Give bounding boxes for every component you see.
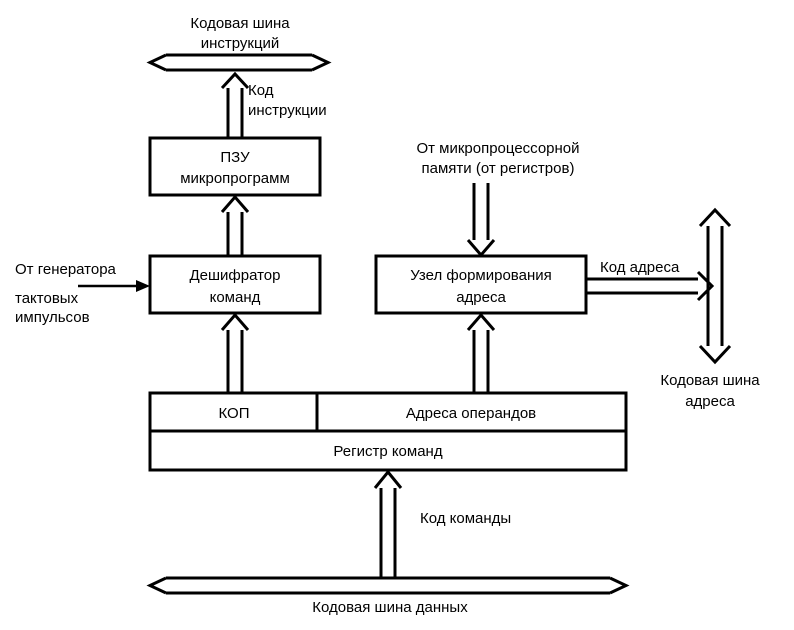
generator-label-3: импульсов	[15, 309, 90, 326]
opcode-label: КОП	[218, 405, 249, 422]
rom-to-bus-arrow	[220, 71, 250, 138]
data-bus-label: Кодовая шина данных	[312, 599, 468, 616]
command-register-label: Регистр команд	[333, 443, 442, 460]
address-bus-label-1: Кодовая шина	[660, 372, 760, 389]
instruction-bus-label-1: Кодовая шина	[190, 15, 290, 32]
decoder-label-2: команд	[210, 289, 261, 306]
memory-to-address-unit-arrow	[466, 183, 496, 258]
instruction-code-label-2: инструкции	[248, 102, 327, 119]
address-unit-label-1: Узел формирования	[410, 267, 552, 284]
command-code-label: Код команды	[420, 510, 511, 527]
address-unit-label-2: адреса	[456, 289, 506, 306]
instruction-code-label-1: Код	[248, 82, 274, 99]
generator-label-2: тактовых	[15, 290, 79, 307]
data-bus	[146, 576, 630, 595]
address-unit-to-bus-arrow	[586, 270, 715, 302]
rom-block	[148, 136, 322, 197]
rom-label-1: ПЗУ	[220, 149, 250, 166]
address-code-label: Код адреса	[600, 259, 680, 276]
instruction-bus-label-2: инструкций	[201, 35, 280, 52]
operands-to-address-unit-arrow	[466, 312, 496, 393]
generator-label-1: От генератора	[15, 261, 117, 278]
decoder-label-1: Дешифратор	[190, 267, 281, 284]
rom-label-2: микропрограмм	[180, 170, 290, 187]
from-memory-label-2: памяти (от регистров)	[422, 160, 575, 177]
address-bus	[698, 207, 732, 365]
decoder-to-rom-arrow	[220, 194, 250, 256]
generator-arrow	[78, 280, 150, 292]
data-bus-to-register-arrow	[373, 469, 403, 578]
from-memory-label-1: От микропроцессорной	[416, 140, 579, 157]
instruction-bus	[146, 53, 332, 72]
address-bus-label-2: адреса	[685, 393, 735, 410]
operand-addresses-label: Адреса операндов	[406, 405, 536, 422]
opcode-to-decoder-arrow	[220, 312, 250, 393]
